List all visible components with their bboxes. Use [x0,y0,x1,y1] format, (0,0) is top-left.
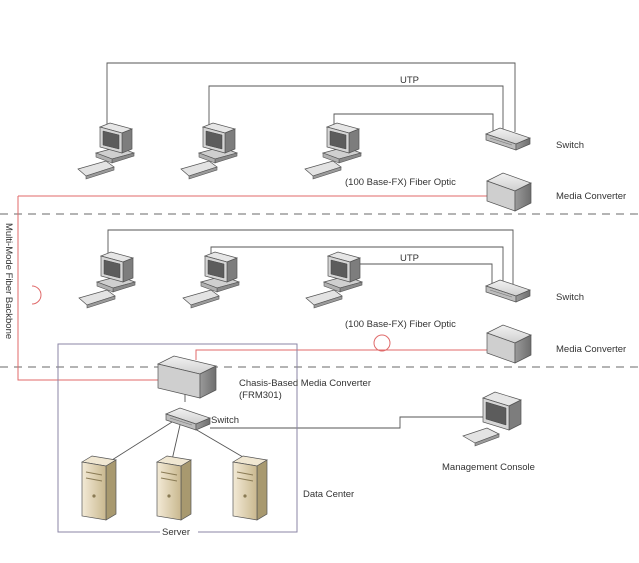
chassis-label-line1: Chasis-Based Media Converter [239,378,371,389]
switch-label-top: Switch [556,140,584,151]
workstation-icon [182,251,240,309]
switch-label-mid: Switch [556,292,584,303]
utp-cabling-mid [107,229,514,290]
switch-icon [165,407,211,431]
chassis-label-line2: (FRM301) [239,390,282,401]
workstation-icon [304,122,362,180]
switch-label-dc: Switch [211,415,239,426]
fiber-mid [195,334,489,360]
server-icon [232,455,268,521]
workstation-icon [78,251,136,309]
chassis-media-converter-icon [156,355,218,399]
switch-icon [485,127,531,151]
workstation-icon [180,122,238,180]
utp-cabling-top [106,62,516,139]
media-converter-label-mid: Media Converter [556,344,626,355]
data-center-label: Data Center [303,489,354,500]
server-icon [156,455,192,521]
media-converter-icon [486,324,532,364]
management-console-label: Management Console [442,462,535,473]
server-label: Server [162,527,190,538]
backbone-label: Multi-Mode Fiber Backbone [3,223,14,339]
media-converter-label-top: Media Converter [556,191,626,202]
switch-icon [485,279,531,303]
fiber-label-top: (100 Base-FX) Fiber Optic [345,177,456,188]
workstation-icon [77,122,135,180]
server-label-bg [160,526,198,537]
utp-label-mid: UTP [400,253,419,264]
utp-label-top: UTP [400,75,419,86]
management-console-icon [462,391,522,447]
fiber-backbone [17,196,158,381]
fiber-label-mid: (100 Base-FX) Fiber Optic [345,319,456,330]
media-converter-icon [486,172,532,212]
workstation-icon [305,251,363,309]
server-icon [81,455,117,521]
datacenter-cabling [111,380,484,461]
